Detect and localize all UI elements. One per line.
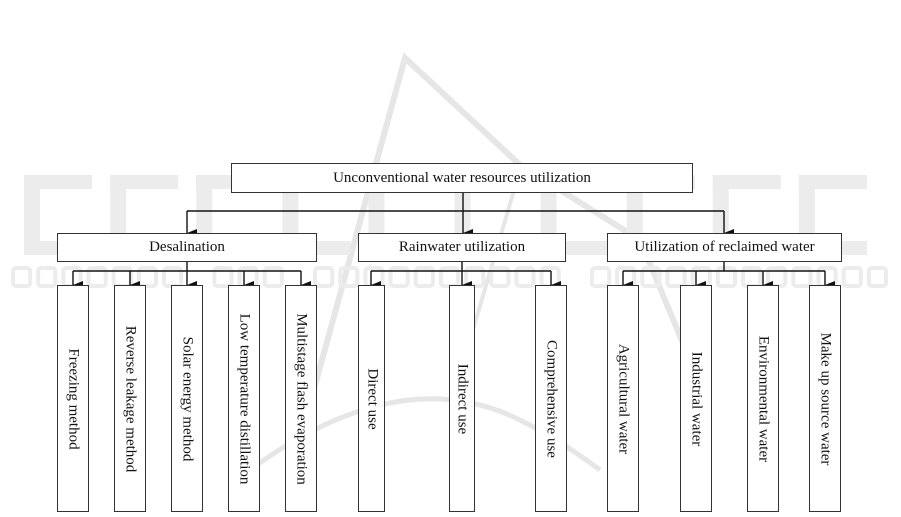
branch-label: Rainwater utilization [398, 239, 526, 255]
leaf-node: Make up source water [809, 285, 841, 512]
branch-label: Utilization of reclaimed water [634, 239, 815, 255]
leaf-node: Comprehensive use [535, 285, 567, 512]
leaf-node: Agricultural water [607, 285, 639, 512]
leaf-node: Multistage flash evaporation [285, 285, 317, 512]
leaf-label: Agricultural water [615, 343, 632, 454]
branch-reclaimed: Utilization of reclaimed water [607, 233, 842, 262]
leaf-node: Industrial water [680, 285, 712, 512]
leaf-label: Multistage flash evaporation [293, 312, 310, 485]
branch-desalination: Desalination [57, 233, 317, 262]
leaf-node: Reverse leakage method [114, 285, 146, 512]
leaf-label: Environmental water [755, 335, 772, 462]
leaf-node: Solar energy method [171, 285, 203, 512]
leaf-label: Comprehensive use [543, 339, 560, 458]
leaf-label: Make up source water [817, 332, 834, 465]
leaf-label: Indirect use [454, 363, 471, 434]
leaf-node: Indirect use [449, 285, 475, 512]
leaf-label: Direct use [364, 367, 380, 430]
leaf-node: Direct use [358, 285, 385, 512]
branch-rainwater: Rainwater utilization [358, 233, 566, 262]
branch-label: Desalination [149, 239, 225, 255]
leaf-node: Freezing method [57, 285, 89, 512]
leaf-label: Low temperature distillation [236, 313, 253, 484]
root-node: Unconventional water resources utilizati… [231, 163, 693, 193]
leaf-label: Solar energy method [179, 336, 196, 461]
leaf-node: Environmental water [747, 285, 779, 512]
leaf-label: Reverse leakage method [122, 325, 139, 472]
leaf-node: Low temperature distillation [228, 285, 260, 512]
root-label: Unconventional water resources utilizati… [333, 169, 591, 186]
leaf-label: Freezing method [65, 347, 82, 450]
leaf-label: Industrial water [688, 351, 705, 446]
